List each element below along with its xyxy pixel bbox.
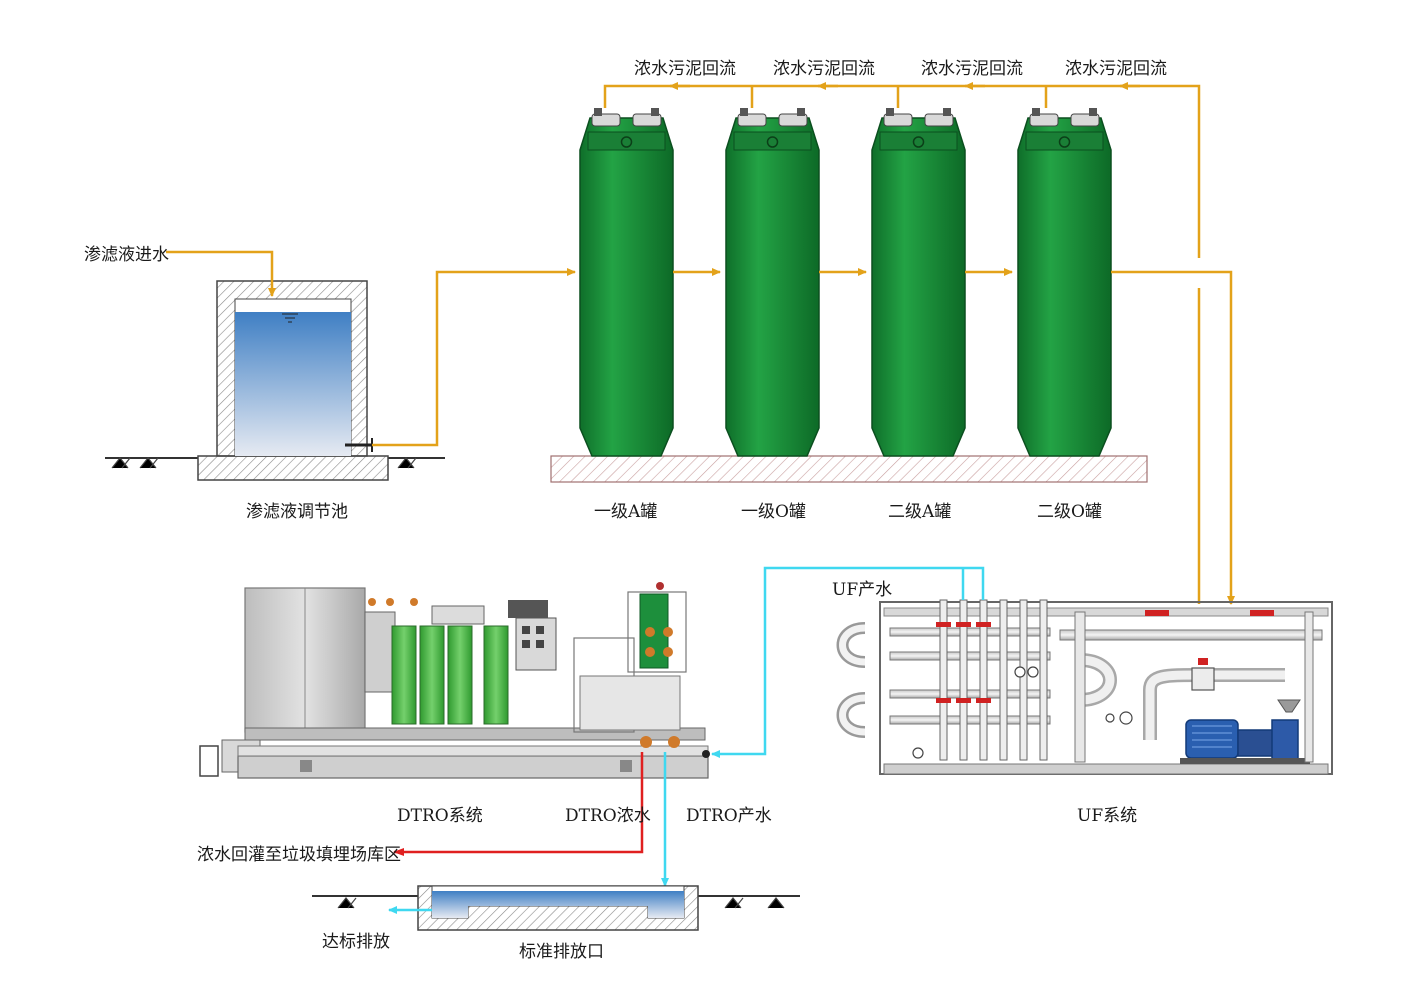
pool-outflow-pipe bbox=[372, 268, 576, 447]
discharge-label: 达标排放 bbox=[322, 932, 390, 952]
pool-water bbox=[235, 312, 351, 456]
recycle-label-3: 浓水污泥回流 bbox=[921, 59, 1023, 79]
uf-system-label: UF系统 bbox=[1077, 806, 1138, 826]
tank-label-1: 一级A罐 bbox=[594, 502, 658, 522]
uf-product-label: UF产水 bbox=[832, 580, 893, 600]
reactor-tank bbox=[725, 108, 820, 457]
pool-label: 渗滤液调节池 bbox=[246, 502, 348, 522]
reactor-tank bbox=[579, 108, 674, 457]
reinjection-pipe bbox=[393, 752, 644, 856]
uf-pump bbox=[1180, 699, 1310, 764]
inflow-label: 渗滤液进水 bbox=[84, 245, 169, 265]
tank-label-3: 二级A罐 bbox=[888, 502, 952, 522]
recycle-label-2: 浓水污泥回流 bbox=[773, 59, 875, 79]
outlet-label: 标准排放口 bbox=[519, 942, 604, 962]
tank-series-pipes bbox=[673, 268, 1235, 605]
recycle-label-4: 浓水污泥回流 bbox=[1065, 59, 1167, 79]
regulating-pool bbox=[105, 280, 445, 481]
reinjection-label: 浓水回灌至垃圾填埋场库区 bbox=[197, 845, 401, 865]
recycle-label-1: 浓水污泥回流 bbox=[634, 59, 736, 79]
sludge-recycle-line bbox=[603, 82, 1201, 258]
reactor-tank bbox=[871, 108, 966, 457]
tank-label-4: 二级O罐 bbox=[1037, 502, 1102, 522]
uf-system-unit bbox=[836, 599, 1333, 775]
uf-product-pipe bbox=[711, 566, 985, 758]
inflow-pipe bbox=[166, 250, 276, 297]
dtro-system-unit bbox=[199, 582, 710, 779]
discharge-outlet bbox=[312, 885, 800, 931]
tank-label-2: 一级O罐 bbox=[741, 502, 806, 522]
dtro-system-label: DTRO系统 bbox=[397, 806, 483, 826]
tank-platform bbox=[550, 455, 1148, 483]
dtro-concentrate-label: DTRO浓水 bbox=[565, 806, 651, 826]
dtro-product-label: DTRO产水 bbox=[686, 806, 772, 826]
reactor-tank bbox=[1017, 108, 1112, 457]
